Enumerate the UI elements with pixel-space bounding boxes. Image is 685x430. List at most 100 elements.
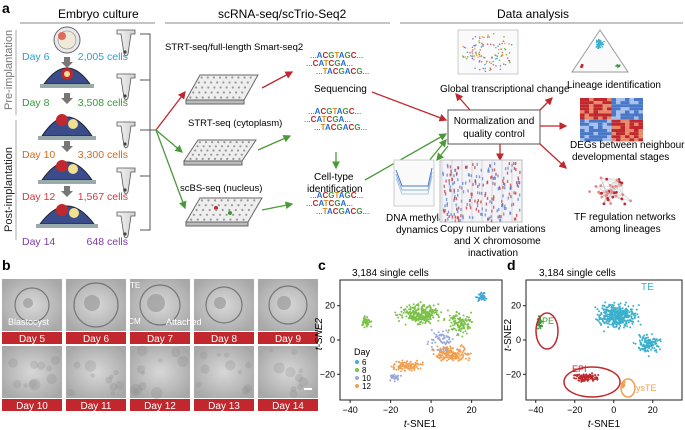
te-point [605, 314, 608, 317]
day10-point [393, 373, 396, 376]
outcome-cnv-line1: Copy number variations [440, 224, 546, 235]
day10-point [430, 329, 433, 332]
stage-cells-4: 648 cells [87, 236, 128, 248]
day12-point [402, 363, 405, 366]
epi-point [584, 376, 587, 379]
day8-point [465, 319, 468, 322]
te-point [639, 348, 642, 351]
day6-point [485, 297, 488, 300]
day8-point [416, 313, 419, 316]
day8-point [464, 318, 467, 321]
te-point [644, 348, 647, 351]
te-point [596, 308, 599, 311]
day8-point [402, 308, 405, 311]
te-point [659, 340, 662, 343]
te-point [630, 315, 633, 318]
te-point [614, 319, 617, 322]
day8-point [412, 318, 415, 321]
day12-point [450, 349, 453, 352]
epi-point [582, 373, 585, 376]
te-point [598, 316, 601, 319]
day8-point [467, 323, 470, 326]
day12-point [444, 352, 447, 355]
te-point [618, 311, 621, 314]
day8-point [458, 312, 461, 315]
day8-point [402, 312, 405, 315]
te-point [645, 346, 648, 349]
day8-point [426, 316, 429, 319]
day8-point [366, 320, 369, 323]
te-point [634, 314, 637, 317]
te-point [614, 307, 617, 310]
day8-point [398, 313, 401, 316]
te-point [636, 313, 639, 316]
day12-point [466, 353, 469, 356]
day8-point [406, 305, 409, 308]
day12-point [460, 358, 463, 361]
day12-point [404, 361, 407, 364]
te-point [655, 348, 658, 351]
day8-point [455, 321, 458, 324]
day8-point [412, 310, 415, 313]
day8-point [367, 323, 370, 326]
outcome-tf-line2: among lineages [590, 224, 661, 235]
te-point [644, 338, 647, 341]
te-point [639, 323, 642, 326]
day8-point [419, 323, 422, 326]
day10-point [439, 333, 442, 336]
outcome-dna-line2: dynamics [396, 225, 438, 236]
day-bar-top-label-0: Day 5 [19, 334, 46, 345]
embryo-day10-icon [38, 114, 96, 140]
method-strt-full-length: STRT-seq/full-length Smart-seq2 [165, 42, 303, 53]
plate-full-length-icon [185, 74, 259, 105]
day8-point [370, 320, 373, 323]
pe-point [537, 321, 540, 324]
te-point [610, 316, 613, 319]
panel-b-label: b [2, 257, 11, 273]
day8-point [432, 304, 435, 307]
day8-point [407, 317, 410, 320]
day6-point [479, 296, 482, 299]
day12-point [390, 365, 393, 368]
panel-d-ytick: 20 [511, 301, 521, 311]
day12-point [419, 363, 422, 366]
normalization-line1: Normalization and [454, 116, 535, 127]
day10-point [447, 331, 450, 334]
day10-point [445, 350, 448, 353]
day12-point [405, 363, 408, 366]
day8-point [404, 308, 407, 311]
day8-point [405, 315, 408, 318]
day8-point [414, 309, 417, 312]
day8-point [463, 327, 466, 330]
epi-point [581, 376, 584, 379]
day12-point [398, 361, 401, 364]
te-point [621, 307, 624, 310]
day10-point [426, 343, 429, 346]
te-point [614, 314, 617, 317]
te-point [596, 313, 599, 316]
day8-point [467, 318, 470, 321]
epi-point [596, 377, 599, 380]
day8-point [400, 310, 403, 313]
panel-d-title: 3,184 single cells [539, 268, 616, 279]
te-point [599, 322, 602, 325]
day8-point [466, 326, 469, 329]
te-point [604, 301, 607, 304]
te-point [644, 344, 647, 347]
day10-point [436, 335, 439, 338]
day10-point [389, 379, 392, 382]
stage-cells-0: 2,005 cells [78, 51, 128, 63]
panel-c-xtick: −40 [342, 405, 357, 415]
day6-point [480, 291, 483, 294]
day12-point [446, 352, 449, 355]
te-point [611, 309, 614, 312]
epi-point [579, 377, 582, 380]
tf-network-thumbnail [588, 176, 632, 206]
day12-point [421, 363, 424, 366]
legend-c-label-8: 8 [362, 366, 367, 375]
day12-point [401, 368, 404, 371]
te-point [616, 307, 619, 310]
te-point [652, 338, 655, 341]
step-celltype-line1: Cell-type [314, 172, 354, 183]
